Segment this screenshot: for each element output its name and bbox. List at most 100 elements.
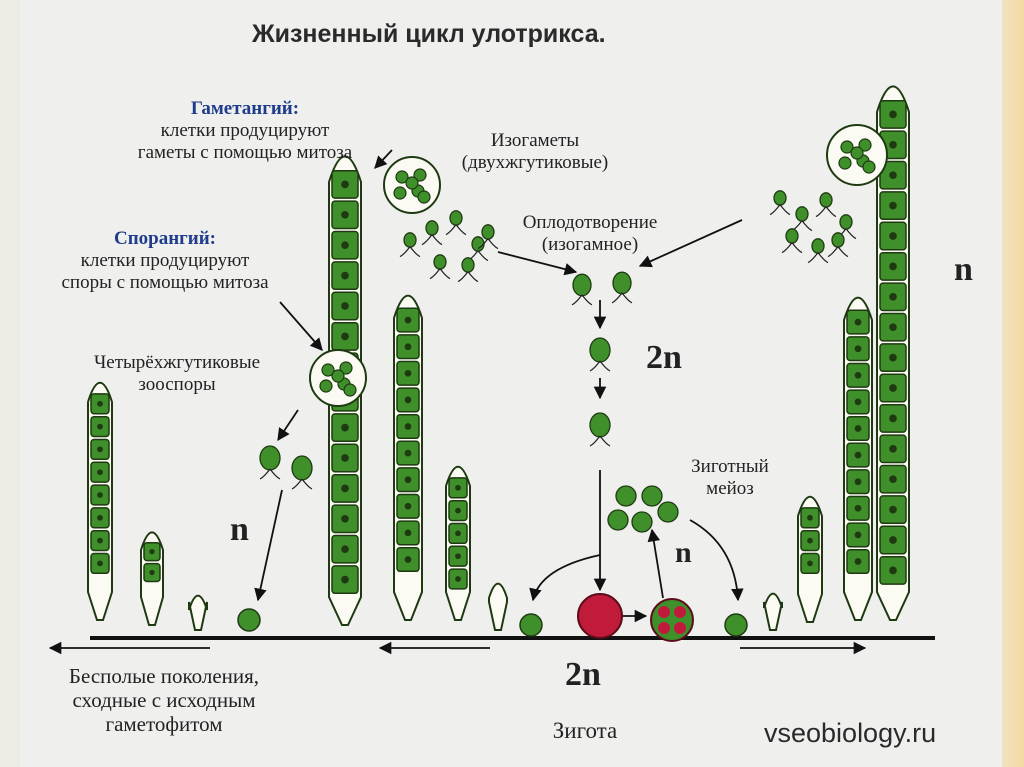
zoospore xyxy=(259,445,281,480)
bubble-cell xyxy=(840,140,854,154)
meiospore xyxy=(641,485,663,507)
cell-nucleus xyxy=(341,302,349,310)
cell-nucleus xyxy=(889,475,897,484)
cell-nucleus xyxy=(854,371,862,379)
isogamete xyxy=(457,257,479,283)
gametangia-group xyxy=(309,124,888,407)
zoospores-label: Четырёхжгутиковые зооспоры xyxy=(82,352,272,396)
swimmer-body xyxy=(773,190,787,206)
filament xyxy=(140,531,164,626)
arrow-zoospore-settle xyxy=(254,489,283,602)
isogamete xyxy=(769,190,791,216)
flagella-icon xyxy=(429,268,451,280)
cell-nucleus xyxy=(341,210,349,219)
cell-nucleus xyxy=(149,549,155,555)
cell-nucleus xyxy=(404,316,412,324)
flagella-icon xyxy=(815,206,837,218)
fertilization-label: Оплодотворение (изогамное) xyxy=(500,212,680,256)
cell-nucleus xyxy=(341,241,349,250)
cell-nucleus xyxy=(889,505,897,514)
cell-nucleus xyxy=(854,318,862,326)
arrow-spore-left xyxy=(529,554,601,602)
fusing-gamete xyxy=(611,271,633,304)
filament-outline xyxy=(488,582,508,631)
bubble-cell xyxy=(838,156,852,170)
isogamete xyxy=(445,210,467,236)
cell-nucleus xyxy=(404,396,412,404)
swimmer-body xyxy=(811,238,825,254)
meiospore xyxy=(657,501,679,523)
flagella-icon xyxy=(781,242,803,254)
bubble-cell xyxy=(858,138,872,152)
cell-nucleus xyxy=(889,140,897,149)
flagella-icon xyxy=(259,468,281,480)
filament xyxy=(797,495,823,623)
cell-nucleus xyxy=(854,531,862,539)
cell-nucleus xyxy=(889,232,897,240)
gametangium-line2: гаметы с помощью митоза xyxy=(137,141,353,163)
ploidy-n-meiosis: n xyxy=(675,536,692,569)
bubble-cell xyxy=(417,190,431,204)
cell-nucleus xyxy=(889,201,897,210)
bubble-cell xyxy=(393,186,407,200)
swimmer-body xyxy=(572,273,592,297)
cell-nucleus xyxy=(854,425,862,432)
cell-nucleus xyxy=(341,454,349,462)
dividing-zygote-quarter xyxy=(658,606,670,618)
asexual-label: Бесполые поколения, сходные с исходным г… xyxy=(24,664,304,736)
cell-nucleus xyxy=(404,449,412,457)
arrow-meiosis-up xyxy=(647,528,664,599)
swimmer-body xyxy=(259,445,281,471)
isogamete xyxy=(791,206,813,232)
filament xyxy=(763,592,783,631)
cell-nucleus xyxy=(854,345,862,353)
cell-nucleus xyxy=(404,369,412,377)
cell-nucleus xyxy=(889,353,897,362)
cell-nucleus xyxy=(807,514,813,521)
cell-nucleus xyxy=(341,423,349,432)
dividing-zygote-quarter xyxy=(674,622,686,634)
filament xyxy=(876,85,910,621)
bubble-cell xyxy=(321,363,335,377)
dividing-zygote xyxy=(650,598,694,642)
filament xyxy=(393,294,423,621)
meiosis-label: Зиготный мейоз xyxy=(670,456,790,500)
asexual-line2: сходные с исходным xyxy=(72,688,256,713)
swimmer-body xyxy=(831,232,845,248)
cell-nucleus xyxy=(889,536,897,544)
cell-nucleus xyxy=(889,444,897,453)
flagella-icon xyxy=(589,360,611,372)
young-zygote xyxy=(589,412,611,447)
flagella-icon xyxy=(571,294,593,306)
isogametes-line1: Изогаметы xyxy=(490,130,580,151)
watermark: vseobiology.ru xyxy=(764,718,937,748)
cell-nucleus xyxy=(889,566,897,575)
flagella-icon xyxy=(399,246,421,258)
cell-nucleus xyxy=(889,414,897,423)
cell-nucleus xyxy=(854,504,862,512)
cell-nucleus xyxy=(97,514,103,521)
bubble-cell xyxy=(413,168,427,182)
dividing-zygote-quarter xyxy=(674,606,686,618)
swimmer-body xyxy=(403,232,417,248)
cell-nucleus xyxy=(455,576,461,582)
cell-nucleus xyxy=(854,478,862,486)
bubble-cell xyxy=(395,170,409,184)
zoospores-line1: Четырёхжгутиковые xyxy=(93,352,261,373)
arrow-sporangium-pointer xyxy=(279,301,323,351)
cell-nucleus xyxy=(404,529,412,537)
cell-nucleus xyxy=(341,332,349,341)
dividing-zygote-quarter xyxy=(658,622,670,634)
gametangium-bubble xyxy=(383,156,441,214)
ploidy-2n-center: 2n xyxy=(646,339,682,376)
isogamete xyxy=(421,220,443,246)
swimmer-body xyxy=(481,224,495,240)
swimmer-body xyxy=(785,228,799,244)
settled-spore xyxy=(724,613,748,637)
cell-nucleus xyxy=(455,484,461,491)
filament-outline xyxy=(763,592,783,631)
filament xyxy=(87,381,113,621)
asexual-line3: гаметофитом xyxy=(105,712,223,737)
bubble-cell xyxy=(343,383,357,397)
